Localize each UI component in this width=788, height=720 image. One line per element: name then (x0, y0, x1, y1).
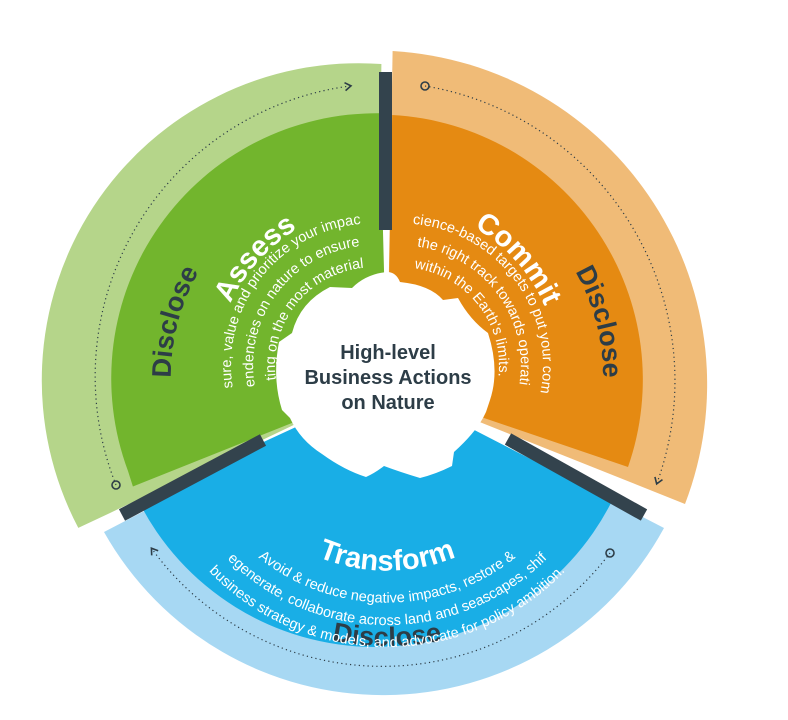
center-hub (276, 272, 495, 478)
svg-text:Disclose: Disclose (331, 617, 444, 652)
center-title-line-2: Business Actions (304, 367, 471, 389)
separator-right (504, 433, 648, 521)
assess-cycle-start-dot (111, 480, 121, 490)
separator-left (118, 434, 267, 521)
assess-cycle-arrow (94, 81, 353, 486)
commit-cycle-start-dot (420, 81, 430, 91)
transform-cycle-start-dot (605, 548, 615, 558)
separator-top (379, 72, 392, 230)
transform-cycle-arrow (150, 547, 611, 667)
transform-disclose-label: Disclose (331, 617, 444, 652)
center-title-line-1: High-level (340, 342, 436, 364)
center-title-line-3: on Nature (341, 392, 434, 414)
